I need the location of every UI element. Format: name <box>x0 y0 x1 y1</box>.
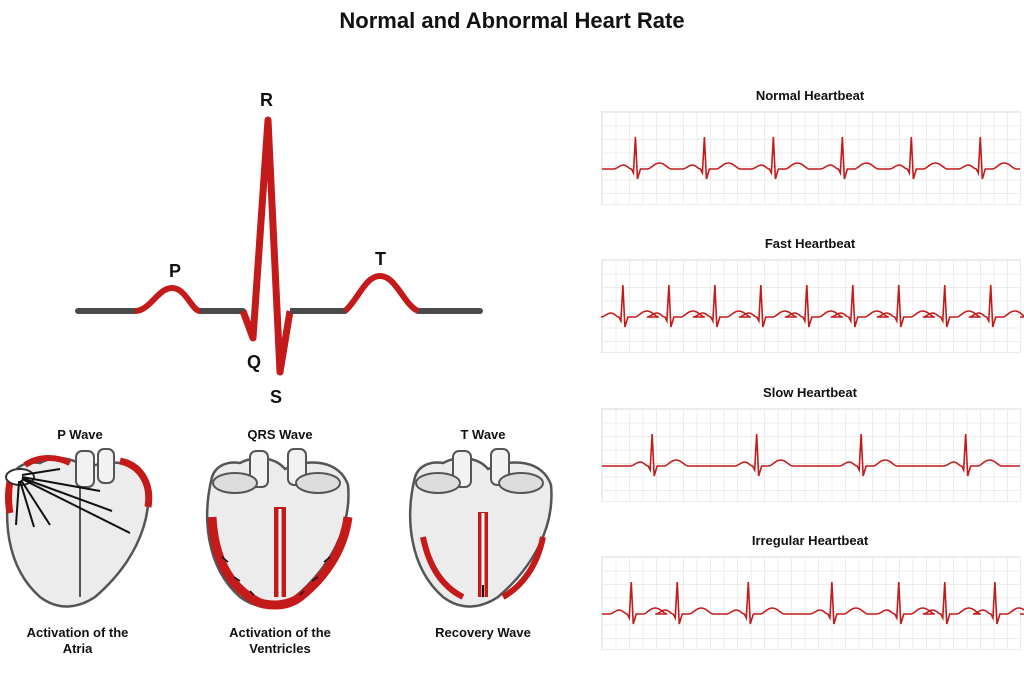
label-r: R <box>260 90 273 110</box>
heart-qrs-wave <box>206 448 353 610</box>
label-p: P <box>169 261 182 281</box>
strip-title-slow: Slow Heartbeat <box>763 385 857 400</box>
ecg-qrs-complex <box>239 116 294 376</box>
page-title: Normal and Abnormal Heart Rate <box>339 8 685 33</box>
heart-title-p: P Wave <box>57 427 103 442</box>
strip-slow <box>601 408 1021 502</box>
label-q: Q <box>247 352 262 372</box>
strip-trace-svg <box>602 581 1024 625</box>
strip-title-fast: Fast Heartbeat <box>764 236 856 251</box>
strip-trace-svg <box>602 136 1020 180</box>
heart-caption-t: Recovery Wave <box>435 625 531 640</box>
heart-caption-qrs: Activation of the Ventricles <box>229 625 331 656</box>
strip-trace <box>602 581 1024 625</box>
strip-trace <box>602 136 1020 180</box>
label-t: T <box>375 249 386 269</box>
heart-p-wave <box>5 448 153 608</box>
strip-trace-svg <box>600 284 1024 328</box>
strip-irregular <box>601 556 1024 650</box>
strip-title-normal: Normal Heartbeat <box>755 88 865 103</box>
ecg-t-wave <box>342 272 420 314</box>
label-s: S <box>270 387 283 407</box>
heart-t-wave <box>409 448 553 608</box>
heart-caption-p: Activation of the Atria <box>26 625 129 656</box>
strip-normal <box>601 111 1021 205</box>
strip-fast <box>600 259 1024 353</box>
heart-title-qrs: QRS Wave <box>247 427 313 442</box>
strip-trace <box>602 433 1020 477</box>
heart-title-t: T Wave <box>460 427 506 442</box>
ecg-p-wave <box>134 284 201 314</box>
strip-trace <box>600 284 1024 328</box>
strip-title-irregular: Irregular Heartbeat <box>751 533 869 548</box>
strip-trace-svg <box>602 433 1020 477</box>
